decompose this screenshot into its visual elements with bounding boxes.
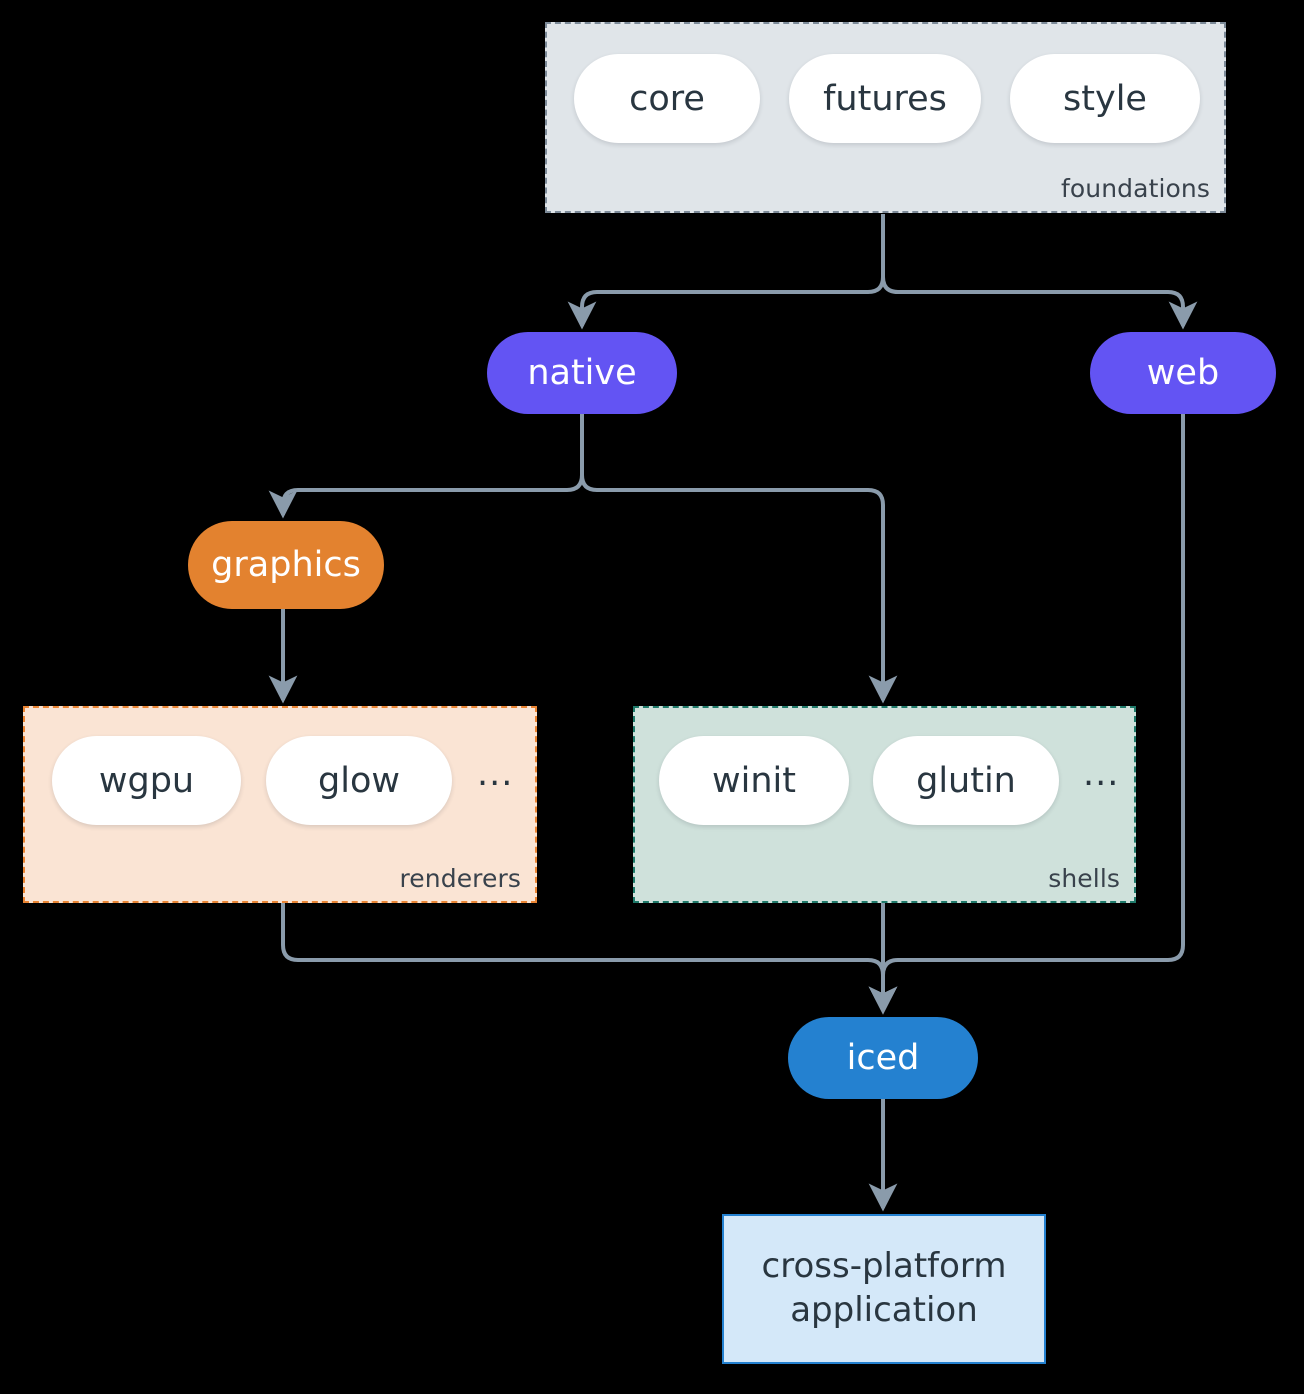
node-winit-label: winit xyxy=(712,760,796,801)
shells-more-ellipsis: ... xyxy=(1083,754,1120,794)
node-winit[interactable]: winit xyxy=(659,736,849,825)
foundations-items: core futures style xyxy=(574,54,1200,143)
cluster-renderers: wgpu glow ... renderers xyxy=(23,706,537,903)
edge-native-graphics xyxy=(268,414,584,519)
cluster-foundations: core futures style foundations xyxy=(545,22,1226,213)
node-web-label: web xyxy=(1146,353,1220,393)
node-style[interactable]: style xyxy=(1010,54,1200,143)
node-cross-platform-application[interactable]: cross-platform application xyxy=(722,1214,1046,1364)
node-graphics[interactable]: graphics xyxy=(188,521,384,609)
node-futures-label: futures xyxy=(823,78,947,119)
cluster-renderers-label: renderers xyxy=(399,864,521,893)
shells-items: winit glutin ... xyxy=(659,736,1119,825)
node-glutin-label: glutin xyxy=(916,760,1016,801)
edge-web-iced xyxy=(868,414,1185,1015)
node-iced-label: iced xyxy=(846,1038,920,1078)
node-core-label: core xyxy=(629,78,705,119)
cluster-foundations-label: foundations xyxy=(1061,174,1210,203)
application-line-1: cross-platform xyxy=(761,1246,1007,1287)
node-native[interactable]: native xyxy=(487,332,677,414)
edge-native-shells xyxy=(580,414,898,704)
node-style-label: style xyxy=(1063,78,1147,119)
cluster-shells-label: shells xyxy=(1048,864,1120,893)
node-native-label: native xyxy=(527,353,637,393)
edge-renderers-iced xyxy=(281,903,898,1015)
node-iced[interactable]: iced xyxy=(788,1017,978,1099)
node-wgpu[interactable]: wgpu xyxy=(52,736,241,825)
node-glow[interactable]: glow xyxy=(266,736,452,825)
node-web[interactable]: web xyxy=(1090,332,1276,414)
node-glutin[interactable]: glutin xyxy=(873,736,1059,825)
node-futures[interactable]: futures xyxy=(789,54,981,143)
node-glow-label: glow xyxy=(318,760,400,801)
edge-foundations-native xyxy=(567,214,885,330)
edge-foundations-web xyxy=(881,214,1198,330)
node-wgpu-label: wgpu xyxy=(98,760,195,801)
node-core[interactable]: core xyxy=(574,54,760,143)
cluster-shells: winit glutin ... shells xyxy=(633,706,1136,903)
application-line-2: application xyxy=(790,1290,978,1330)
renderers-more-ellipsis: ... xyxy=(477,754,514,794)
renderers-items: wgpu glow ... xyxy=(52,736,513,825)
node-graphics-label: graphics xyxy=(211,545,361,585)
